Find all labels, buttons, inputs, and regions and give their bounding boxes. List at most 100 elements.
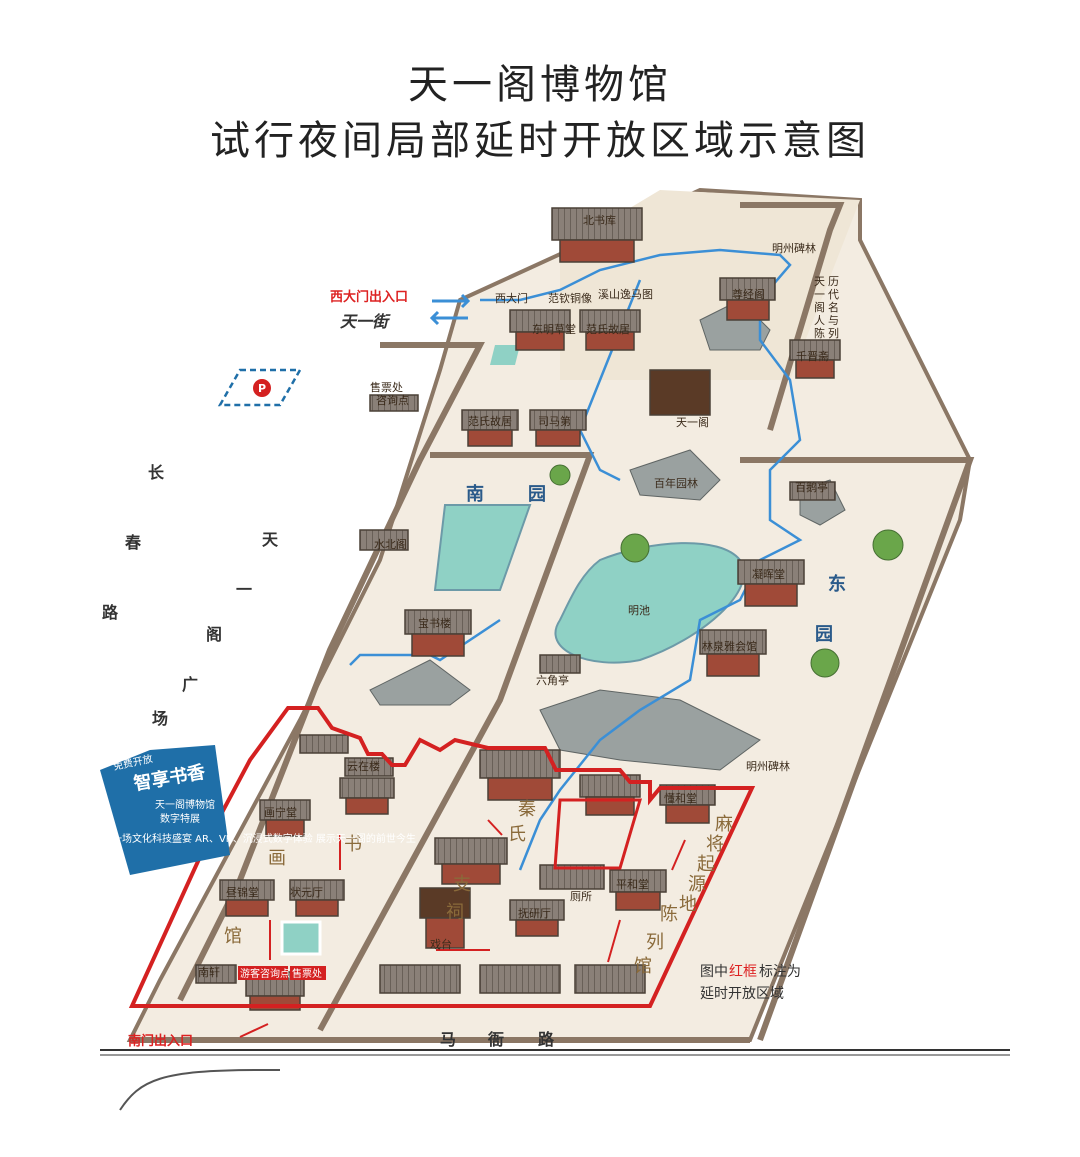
label-mingchi: 明池 bbox=[628, 604, 650, 617]
label-cesuo: 厕所 bbox=[570, 890, 592, 903]
legend-prefix: 图中 bbox=[700, 964, 728, 980]
square-letter-1: 天 bbox=[262, 530, 279, 549]
label-sima: 司马第 bbox=[538, 414, 571, 428]
hist-char: 名 bbox=[828, 300, 839, 314]
rockeries bbox=[369, 299, 846, 771]
hua-guan-pool bbox=[280, 920, 322, 956]
label-mingzhou-1: 明州碑林 bbox=[772, 241, 816, 255]
label-ninghui: 凝晖堂 bbox=[752, 567, 785, 581]
hua-guan-1: 画 bbox=[268, 848, 286, 869]
legend-suffix: 标注为 bbox=[759, 964, 801, 980]
road-curve bbox=[119, 1069, 280, 1111]
red-flow-arrows bbox=[239, 819, 686, 1038]
west-gate-label: 西大门出入口 bbox=[330, 289, 408, 305]
label-zhoujin: 昼锦堂 bbox=[226, 885, 259, 899]
legend: 图中 红框 标注为 延时开放区域 bbox=[700, 964, 801, 1002]
ticket-shop-label: 售票处 bbox=[292, 967, 322, 980]
hist-char: 历 bbox=[828, 275, 839, 288]
qin-shi-2: 氏 bbox=[508, 824, 526, 845]
mahjong-1: 麻 bbox=[715, 814, 733, 835]
label-donghe: 懂和堂 bbox=[664, 792, 697, 805]
label-tianyige: 天一阁 bbox=[676, 415, 709, 429]
wen-ci-1: 支 bbox=[453, 874, 471, 895]
tianyi-street-label: 天一街 bbox=[340, 312, 391, 331]
exhibition-2: 列 bbox=[646, 932, 664, 953]
qin-shi-1: 秦 bbox=[518, 799, 536, 820]
hist-char: 阁 bbox=[814, 300, 825, 314]
hist-char: 天 bbox=[814, 275, 825, 288]
label-huaning: 画宁堂 bbox=[264, 805, 297, 819]
promo-body: 一场文化科技盛宴 AR、VR、沉浸式数字体验 展示天一阁的前世今生 bbox=[112, 832, 416, 845]
east-garden-2: 园 bbox=[815, 624, 833, 645]
promo-card: 免费开放 智享书香 天一阁博物馆 数字特展 一场文化科技盛宴 AR、VR、沉浸式… bbox=[100, 745, 416, 875]
visitor-path-3 bbox=[349, 618, 501, 666]
mahjong-2: 将 bbox=[706, 834, 724, 855]
night-open-area-outline bbox=[128, 706, 756, 1008]
label-cheng-ma: 溪山逸马图 bbox=[598, 288, 653, 301]
north-small-pond bbox=[490, 345, 520, 365]
label-dongming: 东明草堂 bbox=[532, 323, 576, 336]
label-fuyan: 抚研厅 bbox=[518, 906, 551, 920]
hua-guan-2: 馆 bbox=[224, 926, 242, 947]
ticket-shop-tag bbox=[290, 966, 326, 980]
label-baie: 百鹅亭 bbox=[795, 480, 828, 494]
changchun-road-3: 路 bbox=[102, 603, 119, 622]
mahjong-4: 源 bbox=[688, 874, 706, 895]
label-pinghe: 平和堂 bbox=[616, 878, 649, 891]
night-open-area-inner bbox=[553, 798, 643, 870]
square-letter-3: 阁 bbox=[206, 625, 222, 644]
label-zhuangyuan: 状元厅 bbox=[290, 885, 323, 899]
label-bainian: 百年园林 bbox=[654, 476, 698, 490]
promo-line1: 天一阁博物馆 bbox=[155, 798, 215, 811]
south-garden-2: 园 bbox=[528, 484, 546, 505]
mahjong-3: 起 bbox=[697, 854, 715, 875]
square-letter-2: 一 bbox=[236, 580, 252, 599]
hist-char: 代 bbox=[828, 288, 839, 301]
changchun-road-1: 长 bbox=[148, 463, 165, 482]
ticket-office-label: 游客咨询点 bbox=[240, 967, 290, 980]
trees bbox=[549, 464, 904, 678]
changchun-road-2: 春 bbox=[124, 533, 142, 552]
label-mingzhou-2: 明州碑林 bbox=[746, 759, 790, 773]
legend-line2: 延时开放区域 bbox=[700, 986, 784, 1002]
label-zunjing: 尊经阁 bbox=[732, 287, 765, 301]
wen-ci-2: 祠 bbox=[446, 902, 464, 923]
historical-column: 天 一 阁 历 代 名 人 与 陈 列 bbox=[814, 275, 839, 340]
mahjong-5: 地 bbox=[679, 894, 697, 915]
south-garden-pond bbox=[433, 504, 532, 591]
label-fanjia: 范氏故居 bbox=[468, 414, 512, 428]
label-linquan: 林泉雅会馆 bbox=[702, 639, 757, 653]
promo-line2: 数字特展 bbox=[160, 812, 200, 825]
east-garden-1: 东 bbox=[828, 573, 846, 595]
label-shuibei: 水北阁 bbox=[374, 537, 407, 551]
hist-char: 列 bbox=[828, 326, 839, 340]
hist-char: 与 bbox=[828, 314, 839, 327]
label-beishu-ku: 北书库 bbox=[583, 214, 616, 227]
label-liujiao: 六角亭 bbox=[536, 673, 569, 687]
title-line-2: 试行夜间局部延时开放区域示意图 bbox=[210, 118, 870, 164]
label-xi-da-men: 西大门 bbox=[495, 291, 528, 305]
label-baoshu: 宝书楼 bbox=[418, 616, 451, 630]
mayajie-road-1: 马 bbox=[440, 1030, 456, 1049]
label-qianjin: 千晋斋 bbox=[796, 349, 829, 363]
label-fanshi: 范氏故居 bbox=[586, 322, 630, 336]
hist-char: 一 bbox=[814, 288, 825, 301]
mayajie-road-3: 路 bbox=[538, 1030, 555, 1049]
label-fanqin: 范钦铜像 bbox=[548, 291, 592, 305]
square-letter-5: 场 bbox=[152, 709, 168, 728]
visitor-path bbox=[480, 248, 803, 871]
hist-char: 人 bbox=[814, 314, 825, 327]
south-gate-label: 南门出入口 bbox=[128, 1033, 193, 1049]
hist-char: 陈 bbox=[814, 326, 825, 340]
exhibition-3: 馆 bbox=[634, 956, 652, 977]
shu-label: 书 bbox=[344, 834, 362, 855]
parking: P bbox=[217, 368, 303, 407]
mingchi-pond bbox=[554, 542, 745, 664]
square-letter-4: 广 bbox=[182, 675, 198, 694]
mayajie-road-2: 衙 bbox=[487, 1030, 504, 1049]
legend-highlight: 红框 bbox=[729, 964, 757, 980]
label-nanxuan: 南轩 bbox=[198, 965, 220, 979]
label-yunzai: 云在楼 bbox=[347, 759, 380, 773]
title-line-1: 天一阁博物馆 bbox=[408, 62, 672, 108]
